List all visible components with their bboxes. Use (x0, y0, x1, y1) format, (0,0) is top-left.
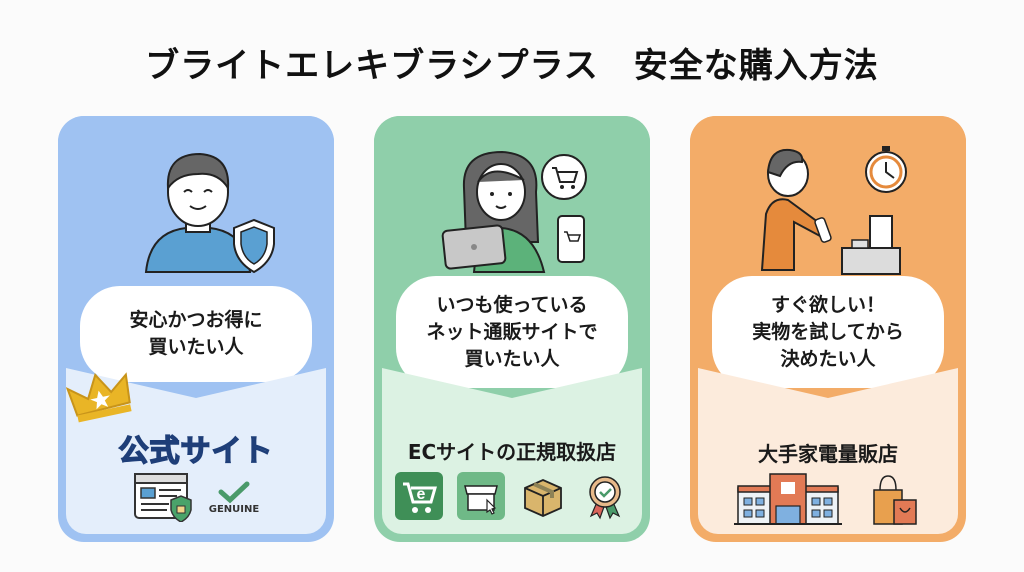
person-with-shield-illustration (144, 152, 275, 274)
store-building-icon (734, 473, 842, 525)
icon-row: GENUINE (58, 472, 334, 522)
audience-bubble: 安心かつお得に 買いたい人 (80, 286, 312, 382)
card-electronics-store: すぐ欲しい！ 実物を試してから 決めたい人 大手家電量販店 (690, 116, 966, 542)
shield-lock-icon (170, 495, 192, 522)
channel-title: ECサイトの正規取扱店 (407, 440, 617, 464)
shield-icon (233, 218, 275, 274)
card-ec-site: いつも使っている ネット通販サイトで 買いたい人 ECサイトの正規取扱店 e (374, 116, 650, 542)
stopwatch-icon (865, 146, 907, 193)
channel-title: 公式サイト (118, 433, 274, 470)
audience-bubble: いつも使っている ネット通販サイトで 買いたい人 (396, 276, 628, 388)
card-official-site: 安心かつお得に 買いたい人 公式サイト GENUINE (58, 116, 334, 542)
genuine-label: GENUINE (208, 503, 260, 515)
ec-cart-icon: e (395, 472, 443, 520)
checkmark-icon (218, 481, 250, 503)
icon-row (690, 472, 966, 528)
icon-row: e (374, 472, 650, 520)
channel-title: 大手家電量販店 (758, 442, 898, 466)
browser-window-icon (133, 473, 192, 522)
cart-speech-bubble-icon (541, 154, 587, 200)
person-testing-product-illustration (760, 146, 907, 275)
page-title: ブライトエレキブラシプラス 安全な購入方法 (145, 46, 879, 86)
shopping-bags-icon (873, 475, 917, 525)
svg-text:e: e (417, 486, 426, 503)
genuine-check: GENUINE (209, 480, 259, 515)
smartphone-cart-icon (557, 215, 585, 263)
certified-badge-icon (589, 476, 621, 520)
crown-icon (66, 372, 132, 423)
audience-bubble: すぐ欲しい！ 実物を試してから 決めたい人 (712, 276, 944, 388)
cardboard-box-icon (524, 479, 562, 517)
storefront-click-icon (457, 472, 505, 520)
person-with-tablet-illustration (441, 150, 587, 273)
